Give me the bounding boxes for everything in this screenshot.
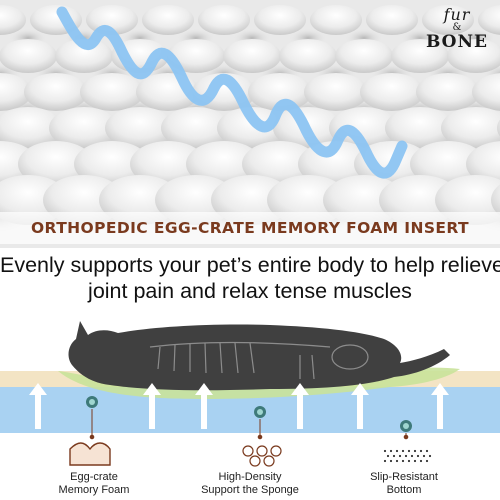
tagline-line-2: joint pain and relax tense muscles	[88, 279, 412, 303]
egg-crate-icon	[69, 442, 111, 466]
label-slip-resistant-bottom: Slip-Resistant Bottom	[339, 471, 469, 497]
label-line: Slip-Resistant	[370, 471, 438, 483]
dot	[407, 449, 411, 453]
wave-arrow-icon	[56, 6, 408, 179]
pressure-glow	[58, 367, 460, 399]
dot	[416, 454, 420, 458]
brand-logo: fur & BONE	[424, 6, 490, 51]
up-arrow-icon	[291, 383, 309, 429]
dot	[389, 449, 393, 453]
sponge-cells-icon	[242, 445, 282, 467]
dot	[428, 454, 432, 458]
banner-title: ORTHOPEDIC EGG-CRATE MEMORY FOAM INSERT	[30, 219, 469, 237]
dot	[404, 454, 408, 458]
dot	[395, 449, 399, 453]
up-arrow-icon	[431, 383, 449, 429]
banner: ORTHOPEDIC EGG-CRATE MEMORY FOAM INSERT	[0, 212, 500, 244]
dotted-bottom-icon	[383, 449, 432, 463]
logo-word-bone: BONE	[426, 32, 488, 52]
up-arrow-icon	[143, 383, 161, 429]
dot	[419, 449, 423, 453]
dot	[425, 459, 429, 463]
layer-diagram	[0, 321, 500, 467]
label-egg-crate-memory-foam: Egg-crate Memory Foam	[29, 471, 159, 497]
dog-silhouette-icon	[68, 321, 450, 391]
dot	[407, 459, 411, 463]
dot	[392, 454, 396, 458]
foam-photo: fur & BONE ORTHOPEDIC EGG-CRATE MEMORY F…	[0, 0, 500, 248]
dot	[386, 454, 390, 458]
dot	[425, 449, 429, 453]
logo-word-fur: fur	[443, 5, 471, 24]
label-line: Bottom	[386, 484, 422, 496]
label-line: Memory Foam	[58, 484, 130, 496]
dot	[395, 459, 399, 463]
label-line: Support the Sponge	[201, 484, 299, 496]
dot	[401, 449, 405, 453]
sponge-cell-dots	[86, 396, 412, 432]
dot	[422, 454, 426, 458]
logo-ampersand: &	[452, 22, 462, 33]
tagline-line-1: Evenly supports your pet’s entire body t…	[0, 253, 500, 277]
up-arrow-icon	[351, 383, 369, 429]
dot	[383, 459, 387, 463]
up-arrow-icon	[195, 383, 213, 429]
dot	[413, 449, 417, 453]
dot	[401, 459, 405, 463]
dot	[413, 459, 417, 463]
up-arrow-icon	[29, 383, 47, 429]
dot	[383, 449, 387, 453]
dot	[419, 459, 423, 463]
dot	[389, 459, 393, 463]
label-line: Egg-crate	[70, 471, 118, 483]
tagline: Evenly supports your pet’s entire body t…	[0, 252, 500, 304]
dot	[398, 454, 402, 458]
label-line: High-Density	[218, 471, 282, 483]
dot	[410, 454, 414, 458]
label-high-density-sponge: High-Density Support the Sponge	[185, 471, 315, 497]
